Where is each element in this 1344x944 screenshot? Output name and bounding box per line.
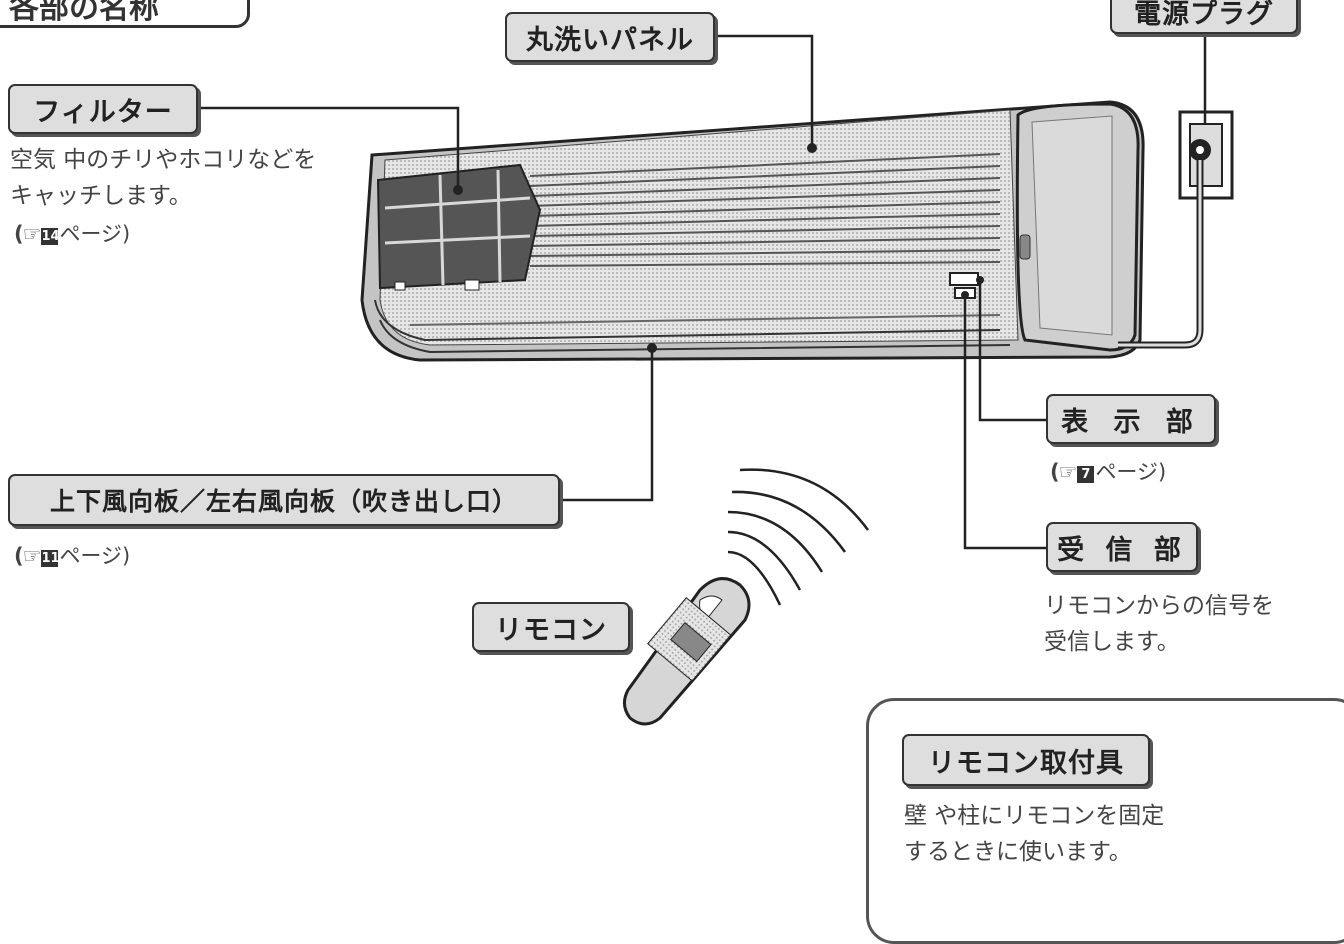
label-louvers: 上下風向板／左右風向板（吹き出し口） [8,474,560,526]
filter-page-ref: (☞14ページ) [14,222,131,246]
label-washable-panel: 丸洗いパネル [505,12,715,62]
page-title: 各部の名称 [0,0,250,28]
label-remote-holder: リモコン取付具 [902,734,1150,786]
indoor-unit [360,100,1145,362]
label-filter: フィルター [8,84,198,134]
filter-note-line1: 空気 中のチリやホコリなどを [10,147,317,173]
label-receiver: 受 信 部 [1046,522,1198,572]
leader-dots [453,143,984,353]
receiver-note-line2: 受信します。 [1044,629,1180,655]
filter-illustration [376,163,542,291]
holder-note-line2: するときに使います。 [904,839,1132,865]
remote-control-illustration [623,468,870,726]
louver-page-ref: (☞11ページ) [14,544,131,568]
label-power-plug: 電源プラグ [1110,0,1298,34]
label-remote-control: リモコン [472,602,630,652]
holder-note-line1: 壁 や柱にリモコンを固定 [904,803,1165,829]
filter-note-line2: キャッチします。 [10,183,192,209]
receiver-note-line1: リモコンからの信号を [1044,593,1274,619]
power-plug-illustration [1118,110,1234,349]
label-display: 表 示 部 [1046,394,1216,444]
